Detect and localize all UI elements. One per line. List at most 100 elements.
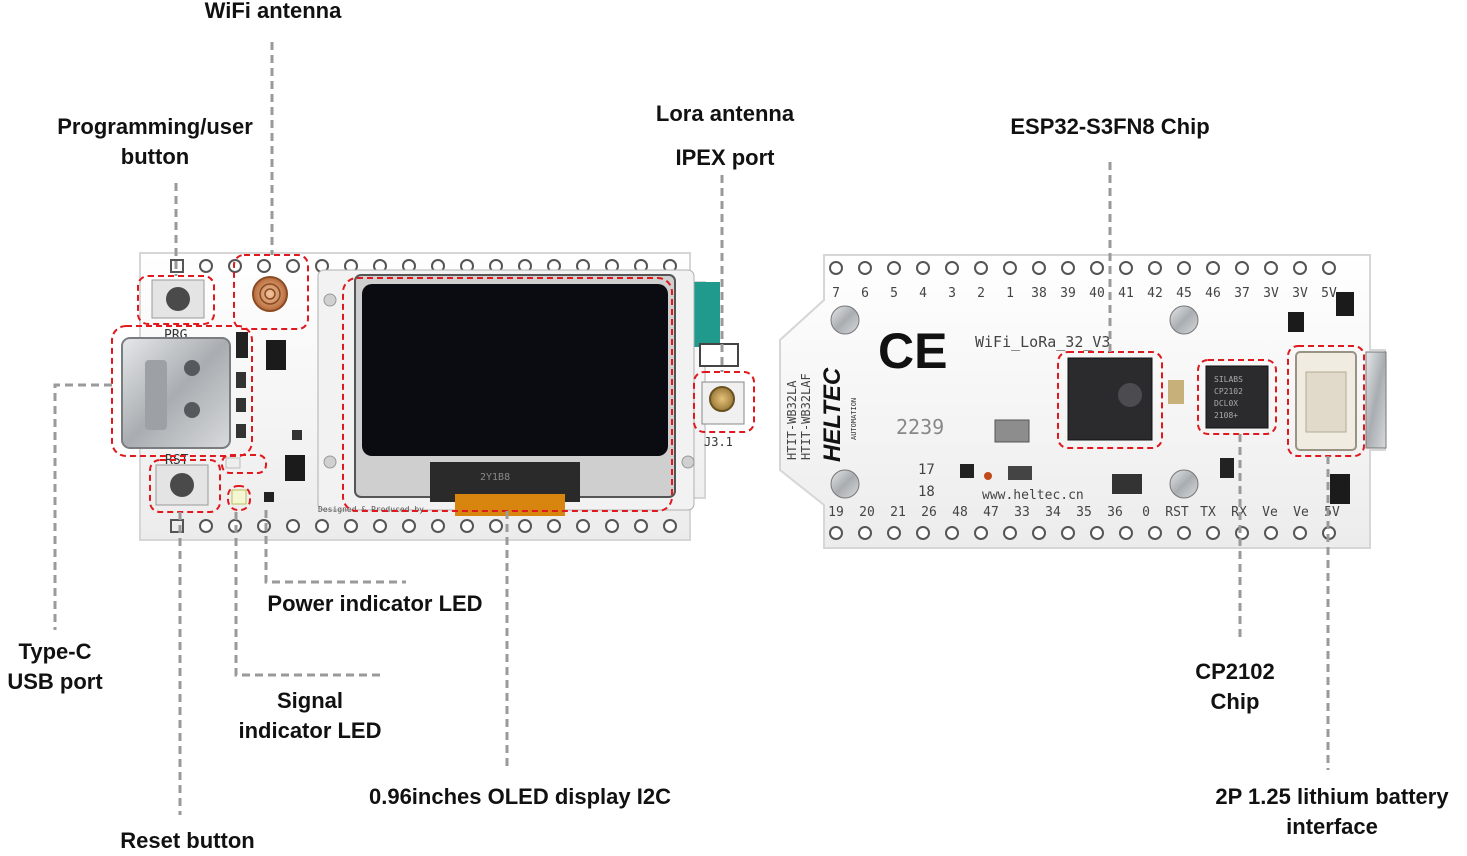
pin-label: 2 (977, 286, 985, 301)
pin-label: 4 (919, 286, 927, 301)
pin-label: RST (1165, 505, 1189, 520)
screw (1169, 469, 1199, 499)
designed-silk: Designed & Produced by (318, 505, 424, 514)
header-hole (1264, 261, 1278, 275)
pin-label: 37 (1234, 286, 1250, 301)
pin-label: 3 (948, 286, 956, 301)
label-prg-button: Programming/user button (57, 114, 253, 169)
heltec-logo: HELTEC (819, 367, 846, 462)
header-hole (887, 526, 901, 540)
pin-label: 48 (952, 505, 968, 520)
pin-label: 19 (828, 505, 844, 520)
callout-power (227, 485, 251, 511)
svg-text:DCL0X: DCL0X (1214, 399, 1238, 408)
side-code-2: HTIT-WB32LAF (799, 373, 813, 460)
screw (1169, 305, 1199, 335)
pin-label: 33 (1014, 505, 1030, 520)
callout-typec (111, 325, 253, 457)
header-hole (431, 519, 445, 533)
leader-typec (53, 383, 112, 630)
prg-button-cap (166, 287, 190, 311)
header-hole (315, 519, 329, 533)
callout-rst (149, 459, 221, 513)
header-hole (199, 519, 213, 533)
header-hole (829, 261, 843, 275)
pin-label: 5V (1321, 286, 1337, 301)
header-hole (1177, 526, 1191, 540)
header-hole (373, 519, 387, 533)
label-typec: Type-C USB port (7, 639, 103, 694)
callout-signal (221, 454, 267, 474)
callout-battery (1287, 345, 1365, 457)
header-hole (257, 519, 271, 533)
svg-text:SILABS: SILABS (1214, 375, 1243, 384)
pin-label: 7 (832, 286, 840, 301)
front-bottom-header (199, 519, 677, 533)
pin-label: 20 (859, 505, 875, 520)
signal-led (225, 457, 241, 469)
header-hole (1206, 261, 1220, 275)
header-hole (199, 259, 213, 273)
header-hole (1177, 261, 1191, 275)
pin-label: 21 (890, 505, 906, 520)
header-hole (1206, 526, 1220, 540)
header-hole (402, 519, 416, 533)
header-hole (634, 519, 648, 533)
label-esp32-chip: ESP32-S3FN8 Chip (1010, 114, 1210, 139)
header-hole (974, 526, 988, 540)
callout-prg (137, 275, 215, 325)
label-reset-button: Reset button (120, 828, 255, 853)
label-wifi-antenna: WiFi antenna (204, 0, 342, 23)
pin-label: 3V (1292, 286, 1308, 301)
svg-text:2108+: 2108+ (1214, 411, 1238, 420)
header-hole (1032, 261, 1046, 275)
usb-c-connector (121, 337, 231, 449)
header-hole (1264, 526, 1278, 540)
pin-label: TX (1200, 505, 1216, 520)
pin-label: Ve (1293, 505, 1309, 520)
label-signal-led: Signal indicator LED (238, 688, 382, 743)
header-hole (1293, 526, 1307, 540)
header-hole (489, 519, 503, 533)
pin-label: 0 (1142, 505, 1150, 520)
header-hole (663, 519, 677, 533)
pin-label: 47 (983, 505, 999, 520)
pin-label: 6 (861, 286, 869, 301)
front-top-header (199, 259, 677, 273)
callout-cp2102 (1197, 359, 1277, 435)
pin-label: 34 (1045, 505, 1061, 520)
screw (830, 305, 860, 335)
header-hole (1148, 526, 1162, 540)
pin-label: 35 (1076, 505, 1092, 520)
leader-signal (234, 512, 385, 677)
pin-label: 1 (1006, 286, 1014, 301)
header-hole (858, 526, 872, 540)
header-hole (1061, 261, 1075, 275)
pin-label: 36 (1107, 505, 1123, 520)
label-lora-antenna: Lora antenna IPEX port (655, 101, 795, 170)
callout-ipex (693, 371, 755, 433)
pin-label: 42 (1147, 286, 1163, 301)
pin-label: 5 (890, 286, 898, 301)
header-hole (547, 519, 561, 533)
header-hole (829, 526, 843, 540)
svg-text:CP2102: CP2102 (1214, 387, 1243, 396)
header-hole (1293, 261, 1307, 275)
wifi-coil (252, 276, 288, 312)
oled-flex-cable (455, 494, 565, 516)
front-board: PRG RST 2Y1B8 Designed & Produced (121, 252, 745, 541)
label-oled: 0.96inches OLED display I2C (368, 784, 671, 809)
header-hole (1090, 526, 1104, 540)
header-hole (974, 261, 988, 275)
header-hole (518, 519, 532, 533)
header-hole (1119, 526, 1133, 540)
leader-lines (53, 42, 1330, 815)
screw (830, 469, 860, 499)
pin-label: Ve (1262, 505, 1278, 520)
svg-text:2Y1B8: 2Y1B8 (480, 472, 510, 483)
header-hole (1003, 526, 1017, 540)
header-hole (858, 261, 872, 275)
